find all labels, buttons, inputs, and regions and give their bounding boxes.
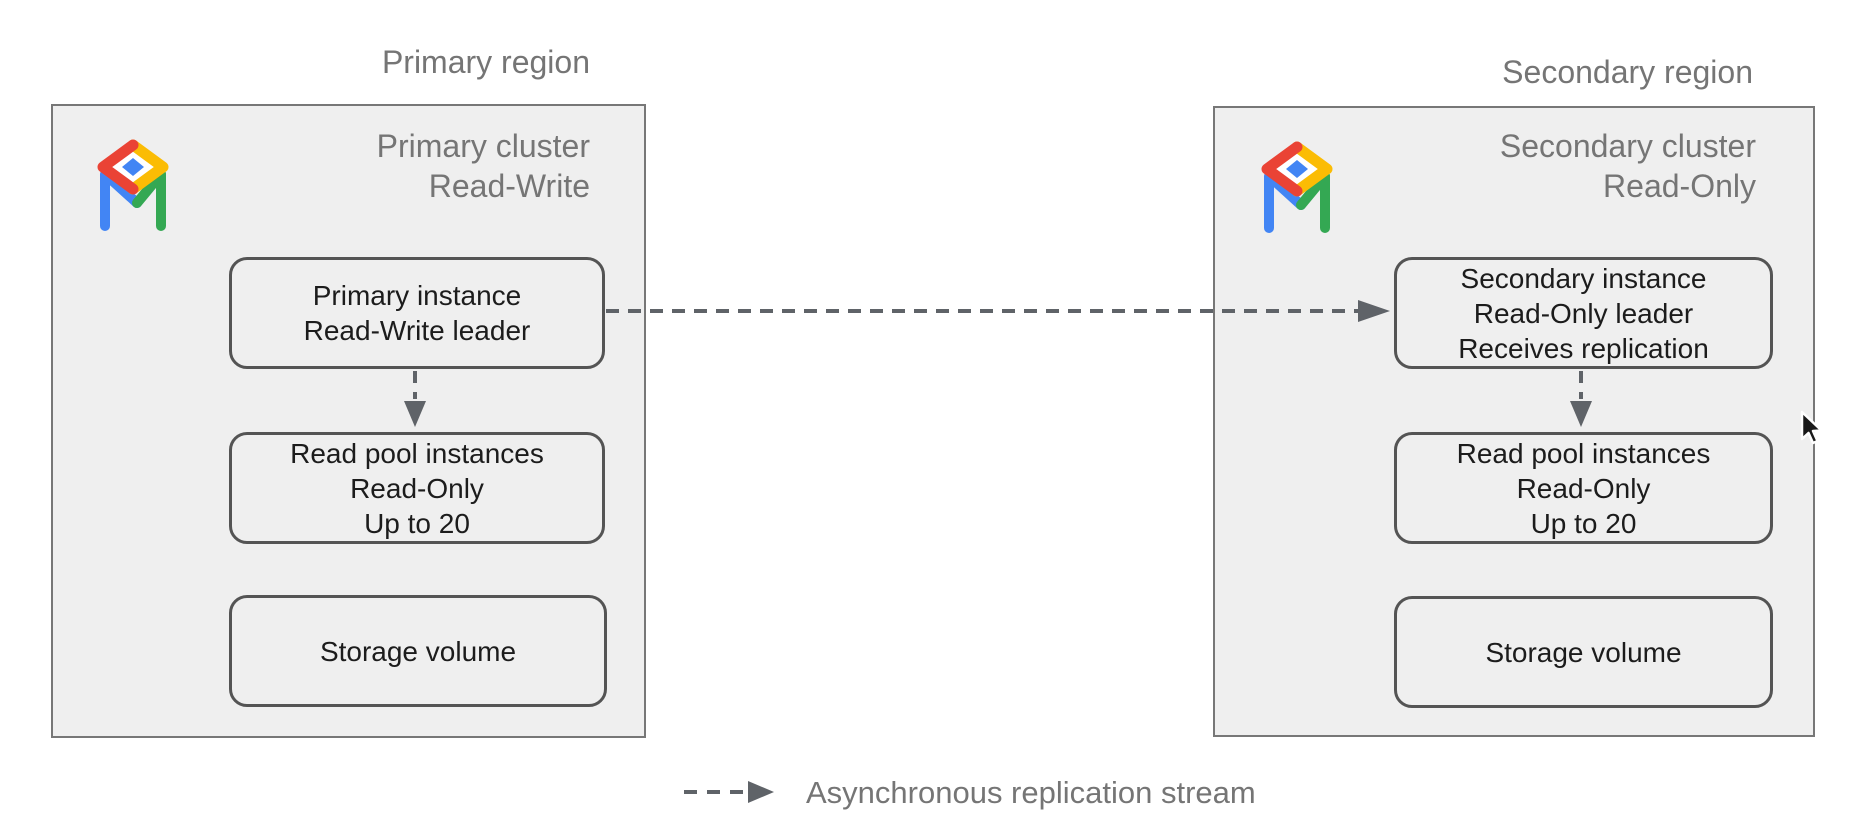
- secondary-storage-label: Storage volume: [1485, 636, 1682, 668]
- primary-storage-label: Storage volume: [319, 635, 517, 667]
- secondary-cluster-title-line2: Read-Only: [1603, 168, 1756, 204]
- secondary-instance-line2: Read-Only leader: [1473, 297, 1694, 329]
- alloydb-logo-icon: [97, 139, 169, 231]
- secondary-region-container: Secondary cluster Read-Only Secondary in…: [1213, 106, 1815, 737]
- secondary-read-pool-line3: Up to 20: [1530, 507, 1637, 539]
- secondary-read-pool-line2: Read-Only: [1516, 472, 1651, 504]
- primary-read-pool-line1: Read pool instances: [290, 437, 544, 469]
- secondary-cluster-title: Secondary cluster Read-Only: [1500, 126, 1756, 206]
- primary-read-pool-line2: Read-Only: [350, 472, 484, 504]
- secondary-cluster-title-line1: Secondary cluster: [1499, 128, 1756, 164]
- alloydb-logo-icon: [1261, 141, 1333, 233]
- primary-storage-volume-box: Storage volume: [229, 595, 607, 707]
- secondary-region-label: Secondary region: [1502, 54, 1753, 90]
- legend-dashed-arrow-icon: [684, 781, 774, 803]
- secondary-instance-line3: Receives replication: [1458, 332, 1709, 364]
- primary-region-label: Primary region: [381, 44, 590, 80]
- primary-read-pool-line3: Up to 20: [364, 507, 470, 539]
- primary-instance-line2: Read-Write leader: [303, 315, 531, 346]
- secondary-instance-line1: Secondary instance: [1460, 262, 1707, 294]
- primary-cluster-title: Primary cluster Read-Write: [377, 126, 590, 206]
- primary-region-container: Primary cluster Read-Write Primary insta…: [51, 104, 646, 738]
- primary-read-pool-box: Read pool instances Read-Only Up to 20: [229, 432, 605, 544]
- primary-cluster-title-line1: Primary cluster: [376, 128, 590, 164]
- secondary-read-pool-box: Read pool instances Read-Only Up to 20: [1394, 432, 1773, 544]
- secondary-instance-box: Secondary instance Read-Only leader Rece…: [1394, 257, 1773, 369]
- primary-instance-line1: Primary instance: [312, 280, 522, 311]
- primary-instance-box: Primary instance Read-Write leader: [229, 257, 605, 369]
- legend-label: Asynchronous replication stream: [806, 775, 1256, 810]
- primary-cluster-title-line2: Read-Write: [428, 168, 590, 204]
- secondary-read-pool-line1: Read pool instances: [1456, 437, 1711, 469]
- secondary-storage-volume-box: Storage volume: [1394, 596, 1773, 708]
